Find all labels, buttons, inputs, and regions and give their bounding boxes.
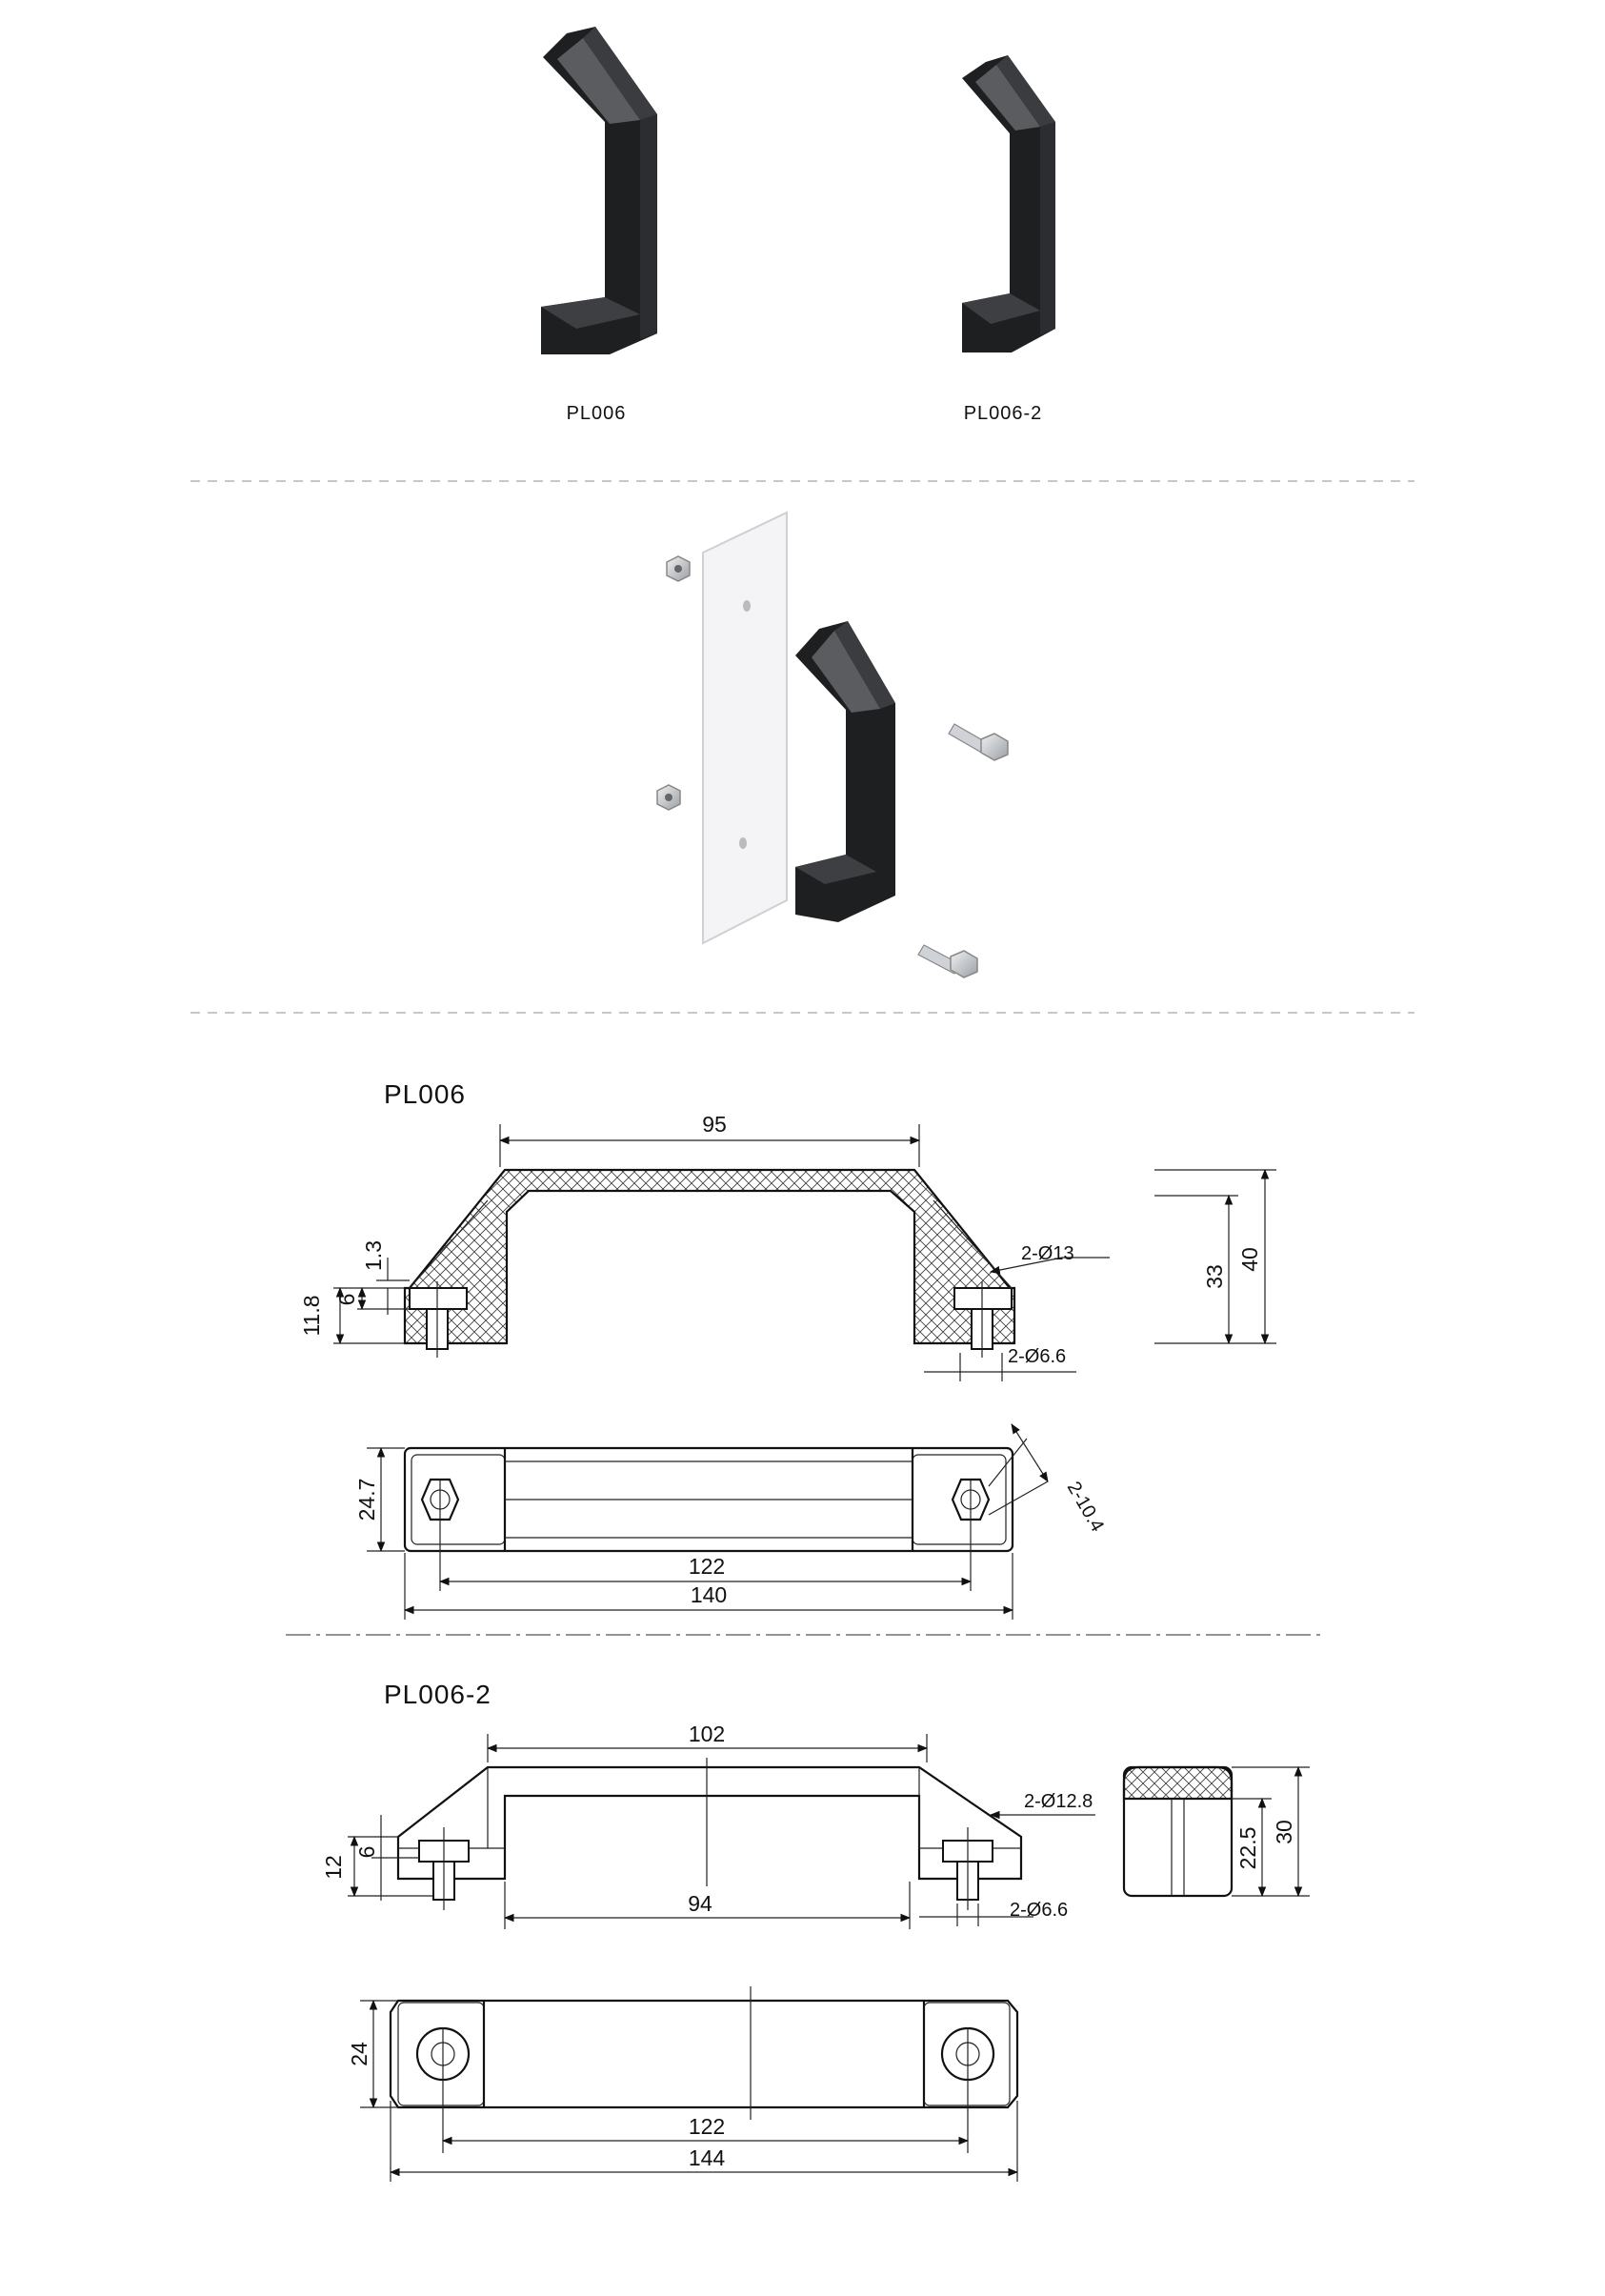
dim-pl006-lip-height: 1.3 bbox=[361, 1240, 386, 1271]
dim-pl006-2-base-height: 12 bbox=[321, 1855, 346, 1880]
pl006-side-view bbox=[333, 1124, 1110, 1381]
handle-render-assembly bbox=[795, 621, 895, 922]
dim-pl006-2-hole-large: 2-Ø12.8 bbox=[1024, 1791, 1093, 1812]
dim-pl006-hole-small: 2-Ø6.6 bbox=[1008, 1346, 1066, 1367]
dim-pl006-2-span: 102 bbox=[689, 1722, 725, 1746]
dim-pl006-2-hole-pitch: 122 bbox=[689, 2114, 725, 2139]
dim-pl006-2-height-outer: 30 bbox=[1272, 1820, 1296, 1844]
dim-pl006-2-height-inner: 22.5 bbox=[1235, 1827, 1260, 1870]
product-render-pl006-2 bbox=[962, 55, 1055, 352]
assembly-exploded-view bbox=[656, 511, 1009, 978]
dim-pl006-width: 24.7 bbox=[354, 1479, 379, 1521]
dim-pl006-2-hole-small: 2-Ø6.6 bbox=[1010, 1900, 1068, 1921]
nut-top bbox=[666, 555, 691, 582]
dim-pl006-2-width: 24 bbox=[347, 2042, 371, 2066]
mounting-panel bbox=[702, 511, 788, 945]
dim-pl006-height-inner: 33 bbox=[1202, 1264, 1227, 1289]
pl006-2-end-view bbox=[1122, 1765, 1310, 1898]
dim-pl006-hole-large: 2-Ø13 bbox=[1021, 1243, 1074, 1264]
dim-pl006-step-height: 6 bbox=[334, 1294, 359, 1306]
nut-bottom bbox=[656, 784, 681, 811]
dim-pl006-2-span-inner: 94 bbox=[688, 1891, 712, 1916]
bolt-bottom bbox=[917, 944, 978, 978]
dim-pl006-base-height: 11.8 bbox=[299, 1295, 324, 1336]
dim-pl006-height-outer: 40 bbox=[1237, 1247, 1262, 1272]
dim-pl006-hole-pitch: 122 bbox=[689, 1554, 725, 1579]
product-render-pl006 bbox=[541, 27, 657, 354]
pl006-2-side-view bbox=[348, 1734, 1095, 1929]
caption-pl006: PL006 bbox=[567, 403, 627, 424]
bolt-top bbox=[948, 723, 1009, 761]
dim-pl006-2-step-height: 6 bbox=[354, 1846, 379, 1859]
section-title-pl006: PL006 bbox=[384, 1079, 466, 1109]
dim-pl006-nut: 2-10.4 bbox=[1063, 1479, 1108, 1536]
pl006-top-view bbox=[367, 1423, 1049, 1620]
dim-pl006-length: 140 bbox=[691, 1582, 727, 1607]
section-title-pl006-2: PL006-2 bbox=[384, 1680, 492, 1709]
pl006-end-view-dims bbox=[1154, 1168, 1276, 1345]
dim-pl006-2-length: 144 bbox=[689, 2145, 726, 2170]
caption-pl006-2: PL006-2 bbox=[964, 403, 1043, 424]
dim-pl006-span: 95 bbox=[702, 1112, 727, 1137]
pl006-2-top-view bbox=[360, 1986, 1019, 2182]
